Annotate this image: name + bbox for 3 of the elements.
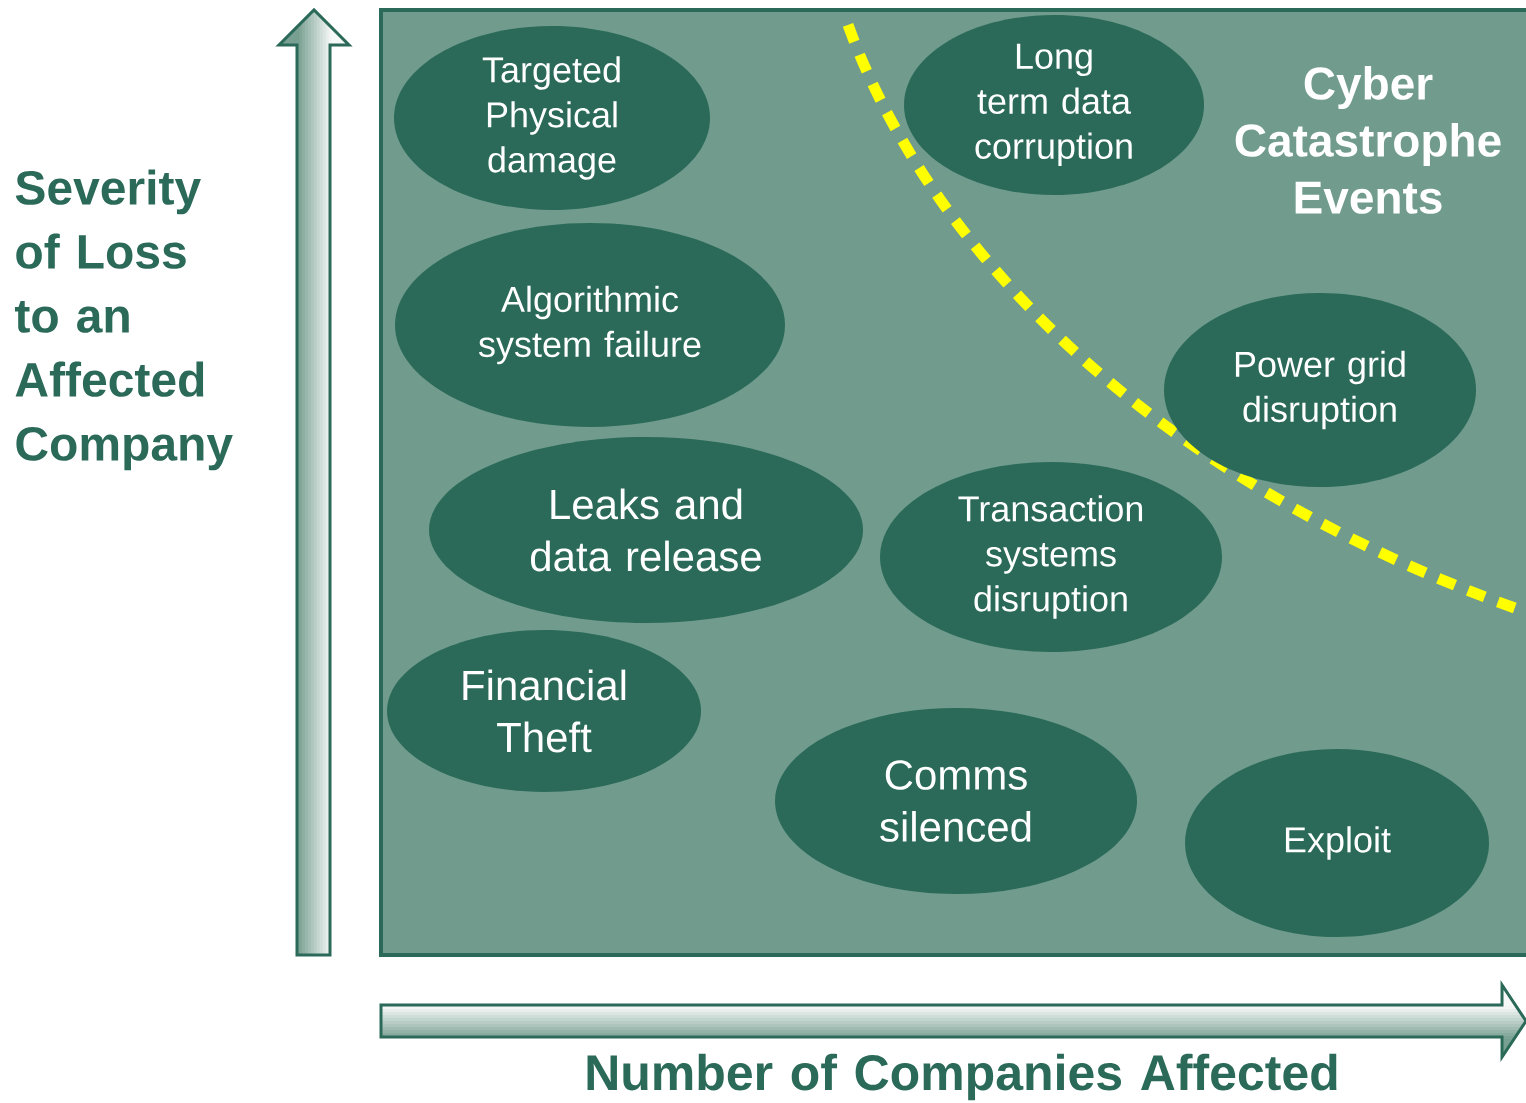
axis-title: Severity of Loss to an Affected Company bbox=[15, 169, 233, 471]
axis-title: Number of Companies Affected bbox=[587, 1053, 1337, 1101]
region-label: Cyber Catastrophe Events bbox=[1235, 66, 1501, 214]
